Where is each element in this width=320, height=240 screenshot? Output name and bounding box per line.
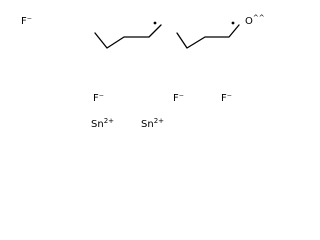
fluoride-ion-middle-right: F⁻ (221, 93, 232, 104)
tin-charge-left: 2+ (104, 117, 114, 125)
oxygen-symbol: O (245, 16, 253, 27)
fluoride-ion-middle-center: F⁻ (173, 93, 184, 104)
butyl-chain-1 (94, 24, 162, 49)
tin-charge-right: 2+ (154, 117, 164, 125)
tin-symbol-right: Sn (141, 119, 154, 130)
butyl-chain-2 (176, 24, 240, 49)
structure-canvas: F⁻ O^^ F⁻ F⁻ F⁻ Sn2+ Sn2+ (21, 14, 265, 130)
fluoride-ion-middle-left: F⁻ (93, 93, 104, 104)
tin-ion-left: Sn2+ (91, 117, 114, 130)
chemical-structure: F⁻ O^^ F⁻ F⁻ F⁻ Sn2+ Sn2+ (21, 14, 265, 130)
radical-dot-1 (153, 21, 157, 25)
tin-symbol-left: Sn (91, 119, 104, 130)
fluoride-ion-top-left: F⁻ (21, 16, 32, 27)
oxygen-marks: ^^ (253, 14, 265, 22)
tin-ion-right: Sn2+ (141, 117, 164, 130)
oxygen-atom: O^^ (245, 14, 265, 27)
radical-dot-2 (231, 21, 235, 25)
